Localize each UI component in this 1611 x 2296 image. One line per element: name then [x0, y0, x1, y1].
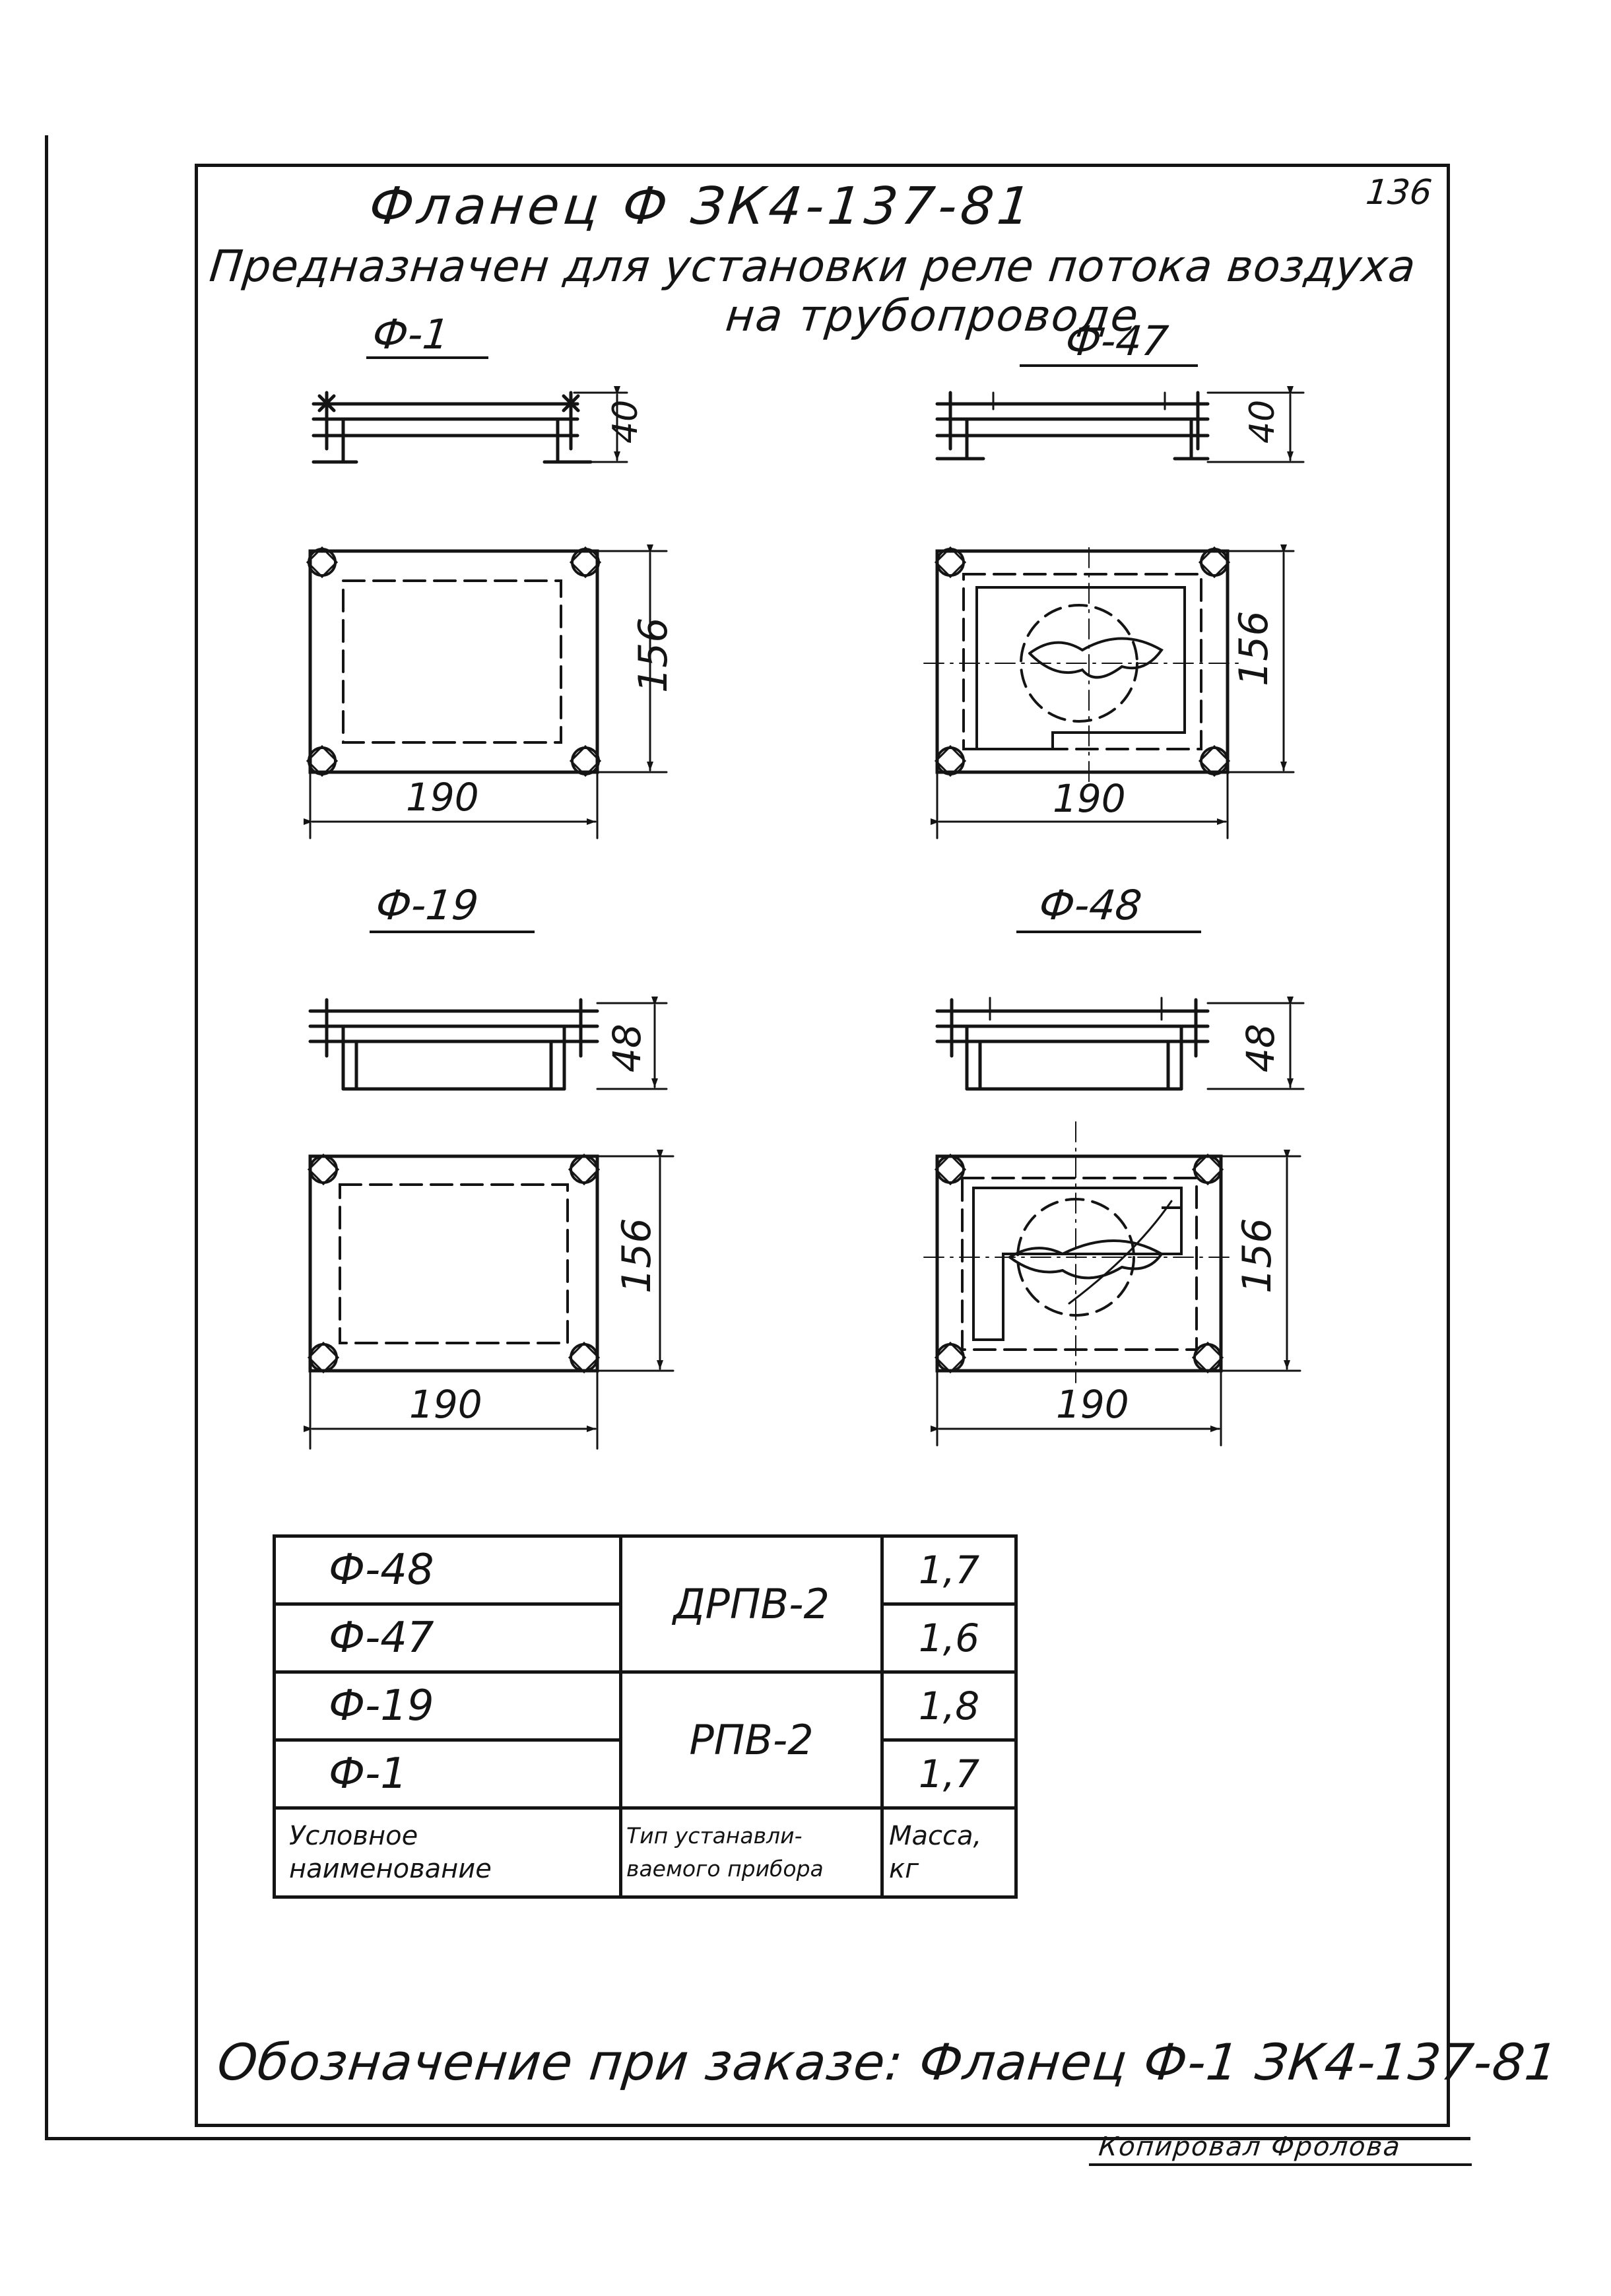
header-type-line: Тип устанавли-	[626, 1823, 803, 1849]
row-name: Ф-19	[273, 1670, 622, 1742]
f19-plan-view	[304, 1150, 674, 1450]
header-mass: Масса, кг	[880, 1806, 1018, 1899]
f48-plan-view	[923, 1121, 1301, 1447]
row-type: РПВ-2	[619, 1670, 884, 1810]
f19-width-dim: 190	[409, 1382, 482, 1427]
header-type: Тип устанавли- ваемого прибора	[619, 1806, 884, 1899]
row-mass: 1,8	[880, 1670, 1018, 1742]
f48-width-dim: 190	[1056, 1382, 1129, 1427]
f47-side-view	[935, 386, 1305, 463]
f1-plan-view	[304, 544, 668, 839]
view-label-underline	[370, 931, 535, 933]
header-name-line: Условное	[289, 1821, 418, 1851]
drawing-frame	[195, 164, 1450, 2127]
table-row: Ф-1 1,7	[273, 1738, 1018, 1810]
row-name: Ф-47	[273, 1602, 622, 1674]
view-label-underline	[1020, 364, 1198, 367]
row-type: ДРПВ-2	[619, 1534, 884, 1674]
row-mass: 1,7	[880, 1738, 1018, 1810]
f1-side-view	[312, 386, 628, 464]
f48-side-view	[935, 997, 1305, 1091]
order-designation: Обозначение при заказе: Фланец Ф-1 ЗК4-1…	[214, 2033, 1562, 2091]
f19-height-dim: 48	[605, 1024, 649, 1072]
header-mass-line: кг	[889, 1854, 919, 1884]
row-mass: 1,6	[880, 1602, 1018, 1674]
specification-table: Ф-48 ДРПВ-2 1,7 Ф-47 1,6 Ф-19 РПВ-2 1,8 …	[273, 1534, 1018, 1899]
f47-plan-view	[923, 544, 1295, 839]
f47-plan-height-dim: 156	[1231, 610, 1277, 686]
header-type-line: ваемого прибора	[626, 1856, 824, 1882]
f47-height-dim: 40	[1243, 400, 1282, 443]
f1-height-dim: 40	[606, 400, 645, 443]
view-label-underline	[366, 356, 488, 359]
view-label-underline	[1016, 931, 1201, 933]
f48-height-dim: 48	[1238, 1024, 1283, 1072]
f1-plan-height-dim: 156	[630, 617, 676, 693]
row-name: Ф-48	[273, 1534, 622, 1606]
f48-plan-height-dim: 156	[1234, 1218, 1280, 1294]
table-row: Ф-19 РПВ-2 1,8	[273, 1670, 1018, 1810]
outer-rule-left	[45, 135, 48, 2138]
table-row: Ф-47 1,6	[273, 1602, 1018, 1674]
header-mass-line: Масса,	[889, 1821, 982, 1851]
table-row: Ф-48 ДРПВ-2 1,7	[273, 1534, 1018, 1674]
copied-underline	[1089, 2163, 1472, 2166]
outer-rule-bottom	[45, 2137, 1470, 2140]
f1-width-dim: 190	[406, 775, 479, 820]
copied-by-stamp: Копировал Фролова	[1097, 2132, 1403, 2162]
f19-plan-height-dim: 156	[614, 1218, 660, 1294]
header-name: Условное наименование	[273, 1806, 622, 1899]
header-name-line: наименование	[289, 1854, 492, 1884]
row-mass: 1,7	[880, 1534, 1018, 1606]
table-header-row: Условное наименование Тип устанавли- вае…	[273, 1806, 1018, 1899]
f19-side-view	[308, 997, 668, 1091]
f47-width-dim: 190	[1053, 776, 1126, 821]
row-name: Ф-1	[273, 1738, 622, 1810]
